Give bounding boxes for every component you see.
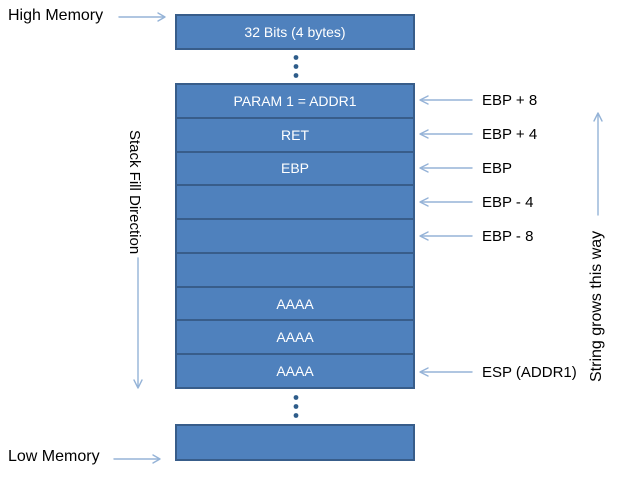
pointer-label: EBP - 4 — [482, 193, 534, 211]
stack-fill-direction-label: Stack Fill Direction — [126, 129, 143, 255]
stack-row-label: AAAA — [276, 329, 314, 346]
stack-row-ret: RET — [177, 116, 413, 151]
ellipsis-dots-icon — [293, 395, 299, 418]
arrow-right-icon — [118, 12, 166, 22]
pointer-callout-ebp-minus-8: EBP - 8 — [417, 227, 533, 245]
arrow-left-icon — [419, 95, 473, 105]
stack-row-ebp: EBP — [177, 150, 413, 185]
unit-size-label: 32 Bits (4 bytes) — [244, 24, 346, 40]
stack-row-label: PARAM 1 = ADDR1 — [233, 92, 357, 109]
low-memory-box — [175, 424, 415, 461]
arrow-right-icon — [113, 454, 161, 464]
stack-row-aaaa-2: AAAA — [177, 319, 413, 353]
stack-row-local2 — [177, 218, 413, 252]
pointer-label: ESP (ADDR1) — [482, 363, 577, 381]
stack-row-label: EBP — [280, 160, 309, 177]
stack-row-label: AAAA — [276, 295, 314, 312]
string-growth-label: String grows this way — [588, 230, 605, 382]
ellipsis-dots-icon — [293, 55, 299, 78]
arrow-left-icon — [419, 129, 473, 139]
pointer-callout-ebp-minus-4: EBP - 4 — [417, 193, 533, 211]
pointer-callout-ebp-plus-8: EBP + 8 — [417, 91, 537, 109]
pointer-callout-ebp: EBP — [417, 159, 512, 177]
pointer-label: EBP — [482, 159, 513, 177]
pointer-label: EBP + 4 — [482, 125, 538, 143]
stack-row-local3 — [177, 251, 413, 286]
high-memory-label: High Memory — [8, 7, 104, 24]
arrow-left-icon — [419, 231, 473, 241]
arrow-down-icon — [133, 257, 143, 389]
arrow-left-icon — [419, 367, 473, 377]
pointer-callout-esp: ESP (ADDR1) — [417, 363, 577, 381]
pointer-label: EBP - 8 — [482, 227, 534, 245]
pointer-callout-ebp-plus-4: EBP + 4 — [417, 125, 537, 143]
stack-box: PARAM 1 = ADDR1 RET EBP AAAA AAAA AAAA — [175, 83, 415, 389]
stack-row-param1: PARAM 1 = ADDR1 — [177, 85, 413, 117]
arrow-up-icon — [593, 112, 603, 216]
unit-size-box: 32 Bits (4 bytes) — [175, 14, 415, 50]
stack-row-label: AAAA — [276, 363, 314, 380]
pointer-label: EBP + 8 — [482, 91, 538, 109]
arrow-left-icon — [419, 163, 473, 173]
stack-row-local1 — [177, 184, 413, 218]
stack-row-aaaa-1: AAAA — [177, 285, 413, 320]
stack-row-aaaa-3: AAAA — [177, 353, 413, 387]
stack-row-label: RET — [281, 126, 309, 143]
low-memory-label: Low Memory — [8, 448, 100, 465]
arrow-left-icon — [419, 197, 473, 207]
